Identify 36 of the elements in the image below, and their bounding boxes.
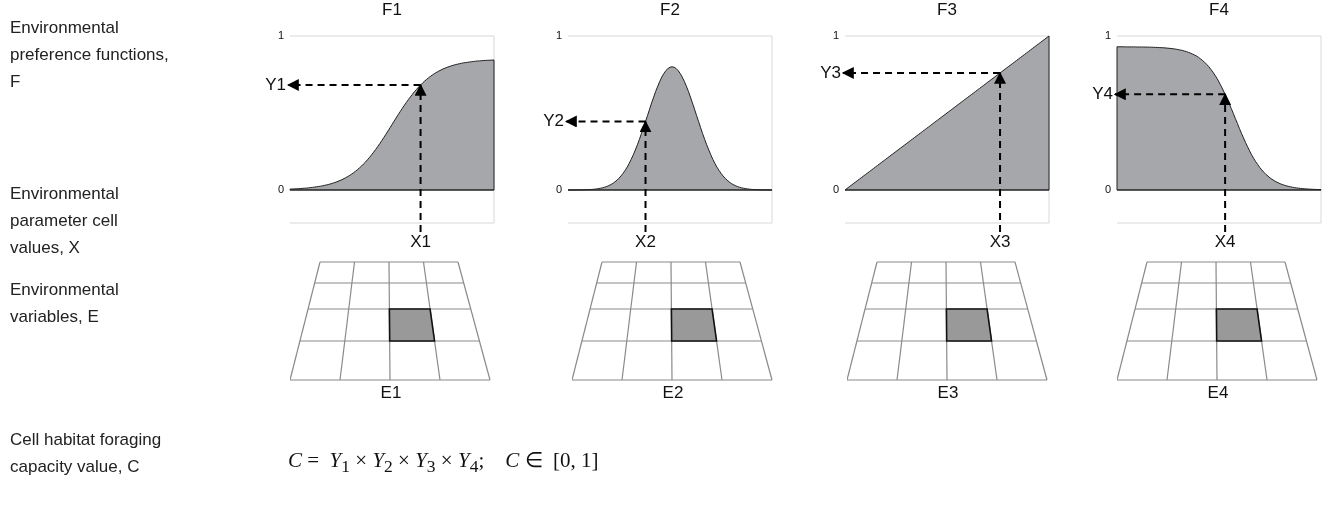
dashed-arrow (286, 79, 422, 91)
dashed-arrow (1219, 93, 1232, 233)
axis-tick-label: 0 (554, 183, 562, 195)
input-label: X1 (405, 232, 436, 252)
chart-title: F4 (1208, 0, 1230, 20)
axis-tick-label: 1 (554, 29, 562, 41)
dashed-arrow (1113, 88, 1227, 101)
axis-tick-label: 0 (831, 183, 839, 195)
row-description: Environmental parameter cell values, X (10, 183, 120, 259)
axis-tick-label: 1 (1103, 29, 1111, 41)
variable-label: E1 (379, 383, 403, 403)
dashed-arrow (564, 115, 647, 128)
axis-tick-label: 1 (276, 29, 284, 41)
input-label: X3 (985, 232, 1016, 252)
chart-title: F3 (936, 0, 958, 20)
input-label: X4 (1210, 232, 1241, 252)
input-label: X2 (630, 232, 661, 252)
dashed-arrow (994, 71, 1007, 233)
dashed-arrow (639, 120, 652, 233)
dashed-arrow (414, 83, 427, 233)
axis-tick-label: 0 (276, 183, 284, 195)
output-label: Y3 (820, 62, 841, 83)
row-description: Cell habitat foraging capacity value, C (10, 429, 163, 478)
output-label: Y1 (265, 75, 286, 95)
chart-title: F1 (381, 0, 403, 20)
chart-title: F2 (659, 0, 681, 20)
row-description: Environmental variables, E (10, 279, 120, 328)
variable-label: E2 (661, 383, 685, 403)
output-label: Y4 (1092, 84, 1113, 105)
output-label: Y2 (543, 111, 564, 132)
row-description: Environmental preference functions, F (10, 17, 170, 93)
axis-tick-label: 0 (1103, 183, 1111, 195)
variable-label: E3 (936, 383, 960, 403)
variable-label: E4 (1206, 383, 1230, 403)
axis-tick-label: 1 (831, 29, 839, 41)
formula: C = Y$_{1}$ × Y$_{2}$ × Y$_{3}$ × Y$_{4}$; C ∈ [0, 1] (288, 448, 599, 478)
